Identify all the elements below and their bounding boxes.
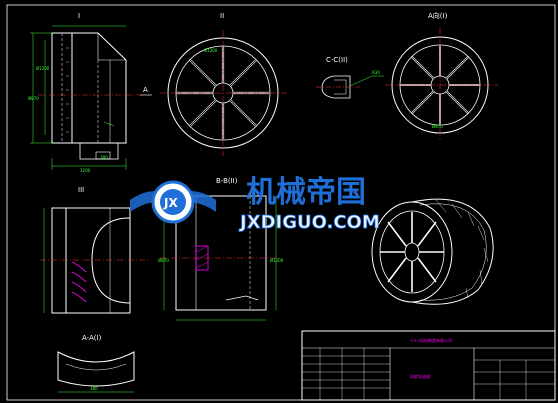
watermark-chinese: 机械帝国 — [246, 175, 366, 210]
drawing-title: 风扇导流器 — [410, 373, 430, 379]
watermark: JX 机械帝国 JXDIGUO.COM — [130, 175, 380, 233]
svg-text:Ø870: Ø870 — [432, 124, 443, 129]
svg-text:Ø870: Ø870 — [28, 96, 39, 101]
a-view-label: A向(I) — [428, 11, 448, 20]
side-view-label: III — [78, 186, 84, 194]
a-direction-view: A向(I) Ø870 — [385, 11, 498, 140]
front-view-label: I — [78, 12, 80, 20]
arrow-a-label: A — [143, 86, 148, 94]
svg-text:Ø1200: Ø1200 — [204, 48, 218, 53]
svg-text:Ø870: Ø870 — [158, 258, 169, 263]
section-b-label: B-B(II) — [216, 177, 238, 185]
section-a-label: A-A(I) — [82, 334, 102, 342]
svg-text:Ø1200: Ø1200 — [270, 258, 284, 263]
isometric-view — [371, 198, 494, 305]
top-view-label: II — [220, 12, 224, 20]
section-c-view: C-C(II) R30 — [316, 56, 384, 99]
company-line: ×××风机制造有限公司 — [410, 337, 452, 343]
svg-text:R30: R30 — [372, 70, 380, 75]
svg-text:Ø1200: Ø1200 — [36, 66, 50, 71]
svg-text:1200: 1200 — [80, 168, 91, 173]
watermark-logo-text: JX — [163, 196, 178, 210]
section-b-view: B-B(II) Ø870 Ø1200 — [158, 177, 284, 321]
top-view: II Ø1200 — [160, 12, 288, 156]
title-block: ×××风机制造有限公司 风扇导流器 — [301, 330, 556, 401]
section-a-view: A-A(I) 380 — [57, 334, 135, 393]
front-view: I Ø1200 — [28, 12, 152, 173]
sheet-border — [6, 4, 556, 401]
section-c-label: C-C(II) — [326, 56, 348, 64]
watermark-english: JXDIGUO.COM — [238, 212, 380, 233]
svg-text:380: 380 — [100, 155, 108, 160]
watermark-logo: JX — [130, 180, 216, 224]
side-view: III — [40, 186, 150, 314]
svg-text:380: 380 — [90, 386, 98, 391]
